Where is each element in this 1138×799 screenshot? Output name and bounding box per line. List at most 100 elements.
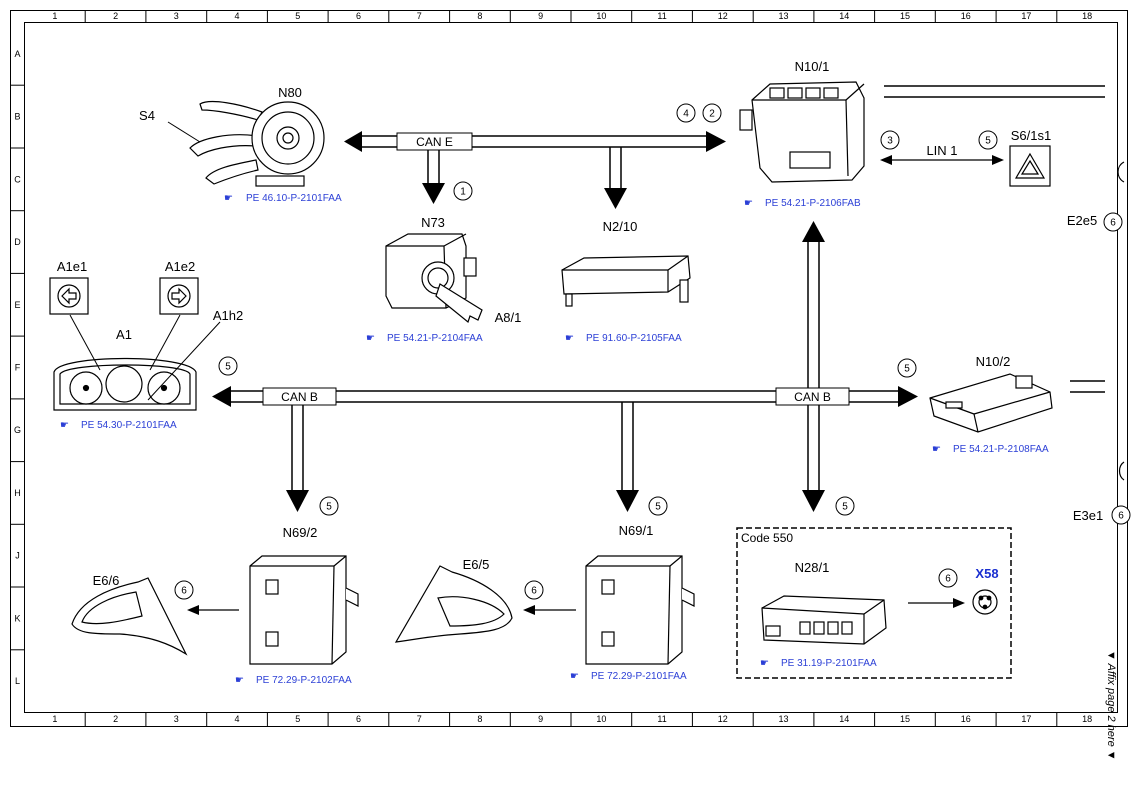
svg-text:PE 46.10-P-2101FAA[interactable]: PE 46.10-P-2101FAA xyxy=(246,193,342,204)
grid-column-label: 6 xyxy=(356,714,361,724)
e2e5-label: E2e5 xyxy=(1067,213,1097,228)
grid-column-label: 13 xyxy=(778,11,788,21)
grid-row-label: C xyxy=(14,174,21,184)
ref-n28-1[interactable]: ☛ PE 31.19-P-2101FAA xyxy=(760,658,877,669)
a8-1-label: A8/1 xyxy=(495,310,522,325)
circled-number-e3e1: 6 xyxy=(1111,505,1131,525)
ref-n69-2[interactable]: ☛ PE 72.29-P-2102FAA xyxy=(235,675,352,686)
circled-number-lin-right: 5 xyxy=(978,130,998,150)
grid-row-label: G xyxy=(14,425,21,435)
svg-text:6: 6 xyxy=(181,586,187,597)
grid-row-label: E xyxy=(14,300,20,310)
circled-number-e2e5: 6 xyxy=(1103,212,1123,232)
a1e2-indicator xyxy=(159,277,199,315)
n2-10-label: N2/10 xyxy=(603,219,638,234)
n73-label: N73 xyxy=(421,215,445,230)
grid-column-label: 14 xyxy=(839,714,849,724)
n28-1-label: N28/1 xyxy=(795,560,830,575)
svg-text:5: 5 xyxy=(326,502,332,513)
can-e-label-box: CAN E xyxy=(396,132,473,151)
svg-text:PE 54.21-P-2106FAB[interactable]: PE 54.21-P-2106FAB xyxy=(765,198,861,209)
svg-text:PE 31.19-P-2101FAA[interactable]: PE 31.19-P-2101FAA xyxy=(781,658,877,669)
svg-text:PE 54.21-P-2104FAA[interactable]: PE 54.21-P-2104FAA xyxy=(387,333,483,344)
svg-text:5: 5 xyxy=(225,362,231,373)
can-b-left-label-box: CAN B xyxy=(262,387,337,406)
svg-text:PE 72.29-P-2102FAA[interactable]: PE 72.29-P-2102FAA xyxy=(256,675,352,686)
ref-n69-1[interactable]: ☛ PE 72.29-P-2101FAA xyxy=(570,671,687,682)
can-b-arrowheads xyxy=(212,221,918,512)
circled-number-lin-left: 3 xyxy=(880,130,900,150)
n2-10-module xyxy=(561,255,691,307)
svg-text:1: 1 xyxy=(460,187,466,198)
n28-1-trailer-module xyxy=(761,595,887,645)
a1e1-label: A1e1 xyxy=(57,259,87,274)
ref-n10-2[interactable]: ☛ PE 54.21-P-2108FAA xyxy=(932,444,1049,455)
grid-column-label: 4 xyxy=(234,11,239,21)
a1-instrument-cluster xyxy=(53,314,221,411)
svg-text:PE 91.60-P-2105FAA[interactable]: PE 91.60-P-2105FAA xyxy=(586,333,682,344)
circled-number-n69-1: 5 xyxy=(648,496,668,516)
n10-2-label: N10/2 xyxy=(976,354,1011,369)
circled-number-n28-1: 5 xyxy=(835,496,855,516)
svg-text:6: 6 xyxy=(1110,218,1116,229)
circled-number-e6-5: 6 xyxy=(524,580,544,600)
n10-1-label: N10/1 xyxy=(795,59,830,74)
code-550-label: Code 550 xyxy=(741,531,793,545)
book-icon: ☛ xyxy=(570,671,579,682)
n69-2-label: N69/2 xyxy=(283,525,318,540)
grid-column-label: 14 xyxy=(839,11,849,21)
can-b-right-label: CAN B xyxy=(794,390,831,404)
circled-number-n73-arrow: 1 xyxy=(453,181,473,201)
grid-column-label: 17 xyxy=(1021,714,1031,724)
a1h2-label: A1h2 xyxy=(213,308,243,323)
ref-n2-10[interactable]: ☛ PE 91.60-P-2105FAA xyxy=(565,333,682,344)
ref-n10-1[interactable]: ☛ PE 54.21-P-2106FAB xyxy=(744,198,861,209)
book-icon: ☛ xyxy=(932,444,941,455)
grid-column-label: 5 xyxy=(295,11,300,21)
grid-column-label: 12 xyxy=(718,11,728,21)
book-icon: ☛ xyxy=(366,333,375,344)
circled-number-n10-2: 5 xyxy=(897,358,917,378)
ref-a1[interactable]: ☛ PE 54.30-P-2101FAA xyxy=(60,420,177,431)
can-e-label: CAN E xyxy=(416,135,453,149)
circled-number-n10-1-b: 2 xyxy=(702,103,722,123)
ref-n80[interactable]: ☛ PE 46.10-P-2101FAA xyxy=(224,193,342,204)
svg-text:PE 72.29-P-2101FAA[interactable]: PE 72.29-P-2101FAA xyxy=(591,671,687,682)
book-icon: ☛ xyxy=(565,333,574,344)
grid-column-label: 6 xyxy=(356,11,361,21)
n69-1-label: N69/1 xyxy=(619,523,654,538)
grid-column-label: 2 xyxy=(113,11,118,21)
grid-row-label: J xyxy=(15,551,20,561)
grid-column-label: 10 xyxy=(596,714,606,724)
svg-text:3: 3 xyxy=(887,136,893,147)
ref-n73[interactable]: ☛ PE 54.21-P-2104FAA xyxy=(366,333,483,344)
book-icon: ☛ xyxy=(760,658,769,669)
circled-number-n69-2: 5 xyxy=(319,496,339,516)
svg-text:PE 54.21-P-2108FAA[interactable]: PE 54.21-P-2108FAA xyxy=(953,444,1049,455)
grid-column-label: 8 xyxy=(477,11,482,21)
n73-ignition-switch xyxy=(385,233,483,324)
svg-text:2: 2 xyxy=(709,109,715,120)
n10-2-module xyxy=(929,373,1053,433)
n69-1-door-module xyxy=(585,555,695,665)
s6-1s1-hazard-switch xyxy=(1009,145,1051,187)
grid-column-label: 1 xyxy=(52,11,57,21)
grid-column-label: 11 xyxy=(657,11,666,21)
grid-column-label: 12 xyxy=(718,714,728,724)
svg-text:6: 6 xyxy=(945,574,951,585)
e6-6-mirror xyxy=(71,577,188,656)
partial-lines-right xyxy=(884,85,1105,393)
svg-text:PE 54.30-P-2101FAA[interactable]: PE 54.30-P-2101FAA xyxy=(81,420,177,431)
a1e2-label: A1e2 xyxy=(165,259,195,274)
s4-label: S4 xyxy=(139,108,155,123)
grid-column-label: 4 xyxy=(234,714,239,724)
grid-column-label: 3 xyxy=(174,11,179,21)
grid-row-label: L xyxy=(15,676,20,686)
book-icon: ☛ xyxy=(60,420,69,431)
e6-6-label: E6/6 xyxy=(93,573,120,588)
grid-column-label: 18 xyxy=(1082,714,1092,724)
grid-column-label: 13 xyxy=(778,714,788,724)
